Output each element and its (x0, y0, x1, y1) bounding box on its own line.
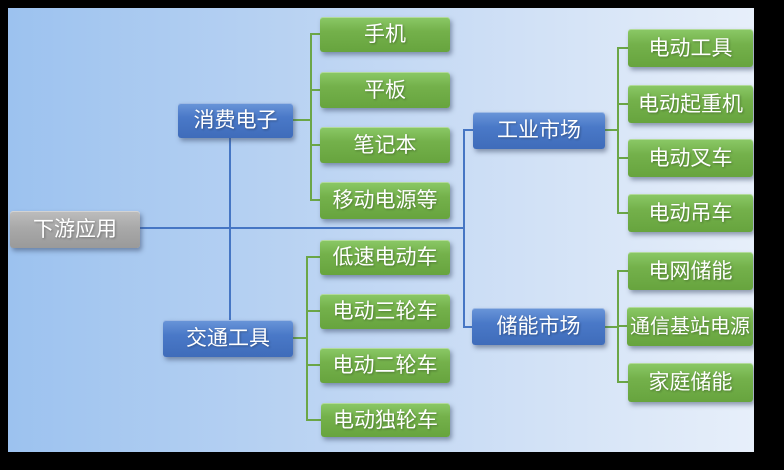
connector-line (310, 33, 320, 35)
connector-line (293, 337, 308, 339)
connector-line (306, 419, 321, 421)
node-electric-crane: 电动起重机 (628, 85, 753, 123)
node-mobile-phone: 手机 (320, 17, 450, 52)
node-energy-storage-market: 储能市场 (472, 308, 605, 345)
connector-line (617, 103, 628, 105)
node-telecom-base-station-power: 通信基站电源 (627, 307, 753, 346)
node-low-speed-ev: 低速电动车 (320, 240, 450, 275)
connector-line (605, 326, 617, 328)
node-label: 手机 (364, 23, 406, 46)
node-label: 移动电源等 (332, 189, 438, 212)
connector-line (140, 227, 465, 229)
connector-line (310, 199, 320, 201)
node-label: 笔记本 (353, 133, 417, 157)
connector-line (310, 89, 320, 91)
node-downstream-applications: 下游应用 (10, 211, 140, 248)
connector-line (306, 256, 320, 258)
node-industrial-market: 工业市场 (473, 112, 605, 149)
node-grid-storage: 电网储能 (628, 252, 753, 290)
node-electric-forklift: 电动叉车 (628, 139, 753, 177)
connector-line (617, 270, 628, 272)
slide-canvas: 下游应用 消费电子 交通工具 工业市场 储能市场 手机 平板 笔记本 移动电源等… (8, 8, 754, 452)
node-label: 电动独轮车 (333, 408, 438, 432)
connector-line (293, 119, 310, 121)
connector-line (617, 381, 628, 383)
node-label: 电网储能 (648, 259, 733, 283)
node-label: 家庭储能 (648, 371, 733, 394)
node-consumer-electronics: 消费电子 (178, 103, 293, 138)
connector-line (617, 47, 619, 214)
node-electric-unicycle: 电动独轮车 (321, 403, 450, 437)
node-electric-tricycle: 电动三轮车 (320, 294, 450, 329)
node-label: 下游应用 (33, 218, 117, 241)
node-label: 低速电动车 (332, 246, 438, 269)
node-label: 工业市场 (497, 119, 581, 142)
connector-line (605, 129, 617, 131)
node-label: 通信基站电源 (630, 315, 750, 338)
connector-line (463, 326, 473, 328)
node-label: 电动起重机 (638, 92, 743, 116)
connector-line (229, 138, 231, 320)
connector-line (617, 157, 628, 159)
connector-line (310, 33, 312, 201)
node-label: 电动叉车 (648, 146, 733, 170)
connector-line (463, 129, 473, 131)
node-laptop: 笔记本 (320, 127, 450, 163)
node-power-bank-etc: 移动电源等 (320, 182, 450, 219)
node-label: 电动吊车 (648, 201, 733, 225)
node-label: 消费电子 (193, 109, 278, 132)
node-electric-tools: 电动工具 (628, 29, 753, 67)
node-label: 储能市场 (496, 315, 581, 338)
connector-line (306, 364, 320, 366)
connector-line (310, 144, 320, 146)
connector-line (306, 310, 320, 312)
connector-line (617, 270, 619, 383)
connector-line (617, 47, 628, 49)
node-transport-vehicles: 交通工具 (163, 320, 293, 357)
node-home-storage: 家庭储能 (628, 363, 753, 402)
node-electric-hoist: 电动吊车 (628, 194, 753, 232)
connector-line (617, 212, 628, 214)
node-label: 电动二轮车 (332, 354, 438, 377)
connector-line (617, 325, 627, 327)
node-electric-two-wheeler: 电动二轮车 (320, 348, 450, 383)
node-label: 交通工具 (186, 327, 270, 350)
node-label: 电动三轮车 (332, 300, 438, 323)
node-label: 电动工具 (648, 36, 733, 60)
node-tablet: 平板 (320, 72, 450, 108)
node-label: 平板 (364, 78, 406, 102)
